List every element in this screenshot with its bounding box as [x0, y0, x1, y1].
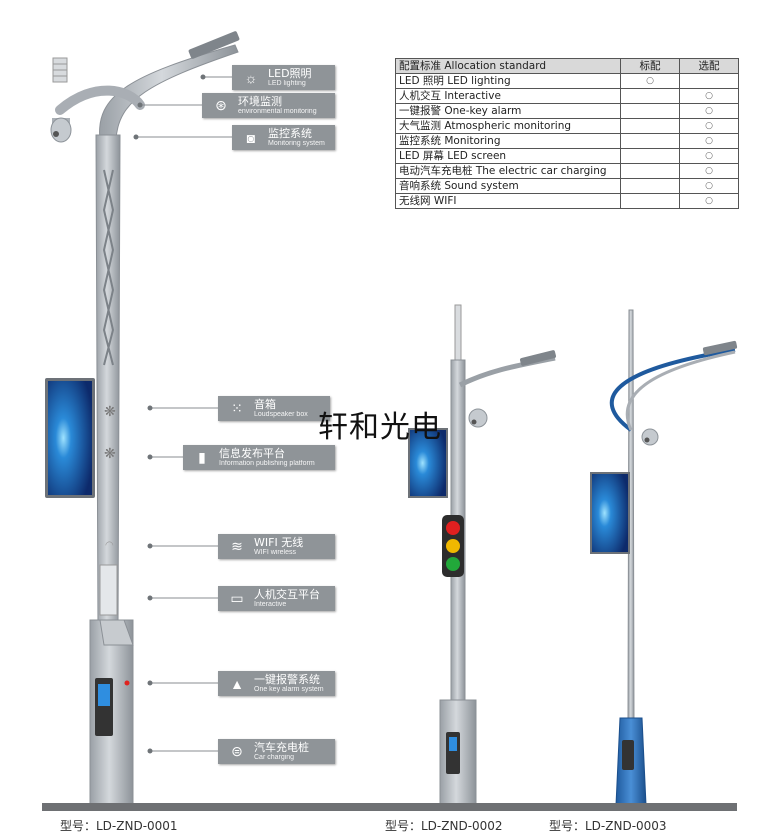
table-row: 无线网 WIFI ○	[395, 193, 739, 209]
table-row: LED 屏幕 LED screen○	[395, 148, 739, 164]
screen-icon: ▭	[230, 590, 244, 606]
table-cell-optional: ○	[679, 193, 739, 209]
table-cell-name: 一键报警 One-key alarm	[395, 103, 621, 119]
ground-line	[42, 803, 737, 811]
feature-en: One key alarm system	[254, 686, 324, 693]
table-cell-name: 大气监测 Atmospheric monitoring	[395, 118, 621, 134]
svg-text:❋: ❋	[104, 445, 116, 461]
svg-text:❋: ❋	[104, 403, 116, 419]
table-row: 一键报警 One-key alarm○	[395, 103, 739, 119]
feature-zh: 人机交互平台	[254, 588, 320, 601]
feature-zh: 环境监测	[238, 95, 282, 108]
sun-icon: ☼	[244, 69, 258, 86]
table-row: 音响系统 Sound system○	[395, 178, 739, 194]
table-row: 大气监测 Atmospheric monitoring○	[395, 118, 739, 134]
table-row: 人机交互 Interactive○	[395, 88, 739, 104]
feature-zh: 汽车充电桩	[254, 741, 309, 754]
table-header-standard: 标配	[620, 58, 680, 74]
feature-zh: LED照明	[268, 67, 312, 80]
speaker-icon: ⁙	[231, 400, 243, 416]
feature-en: Information publishing platform	[219, 460, 315, 467]
feature-zh: 一键报警系统	[254, 673, 320, 686]
model-label-2: 型号：LD-ZND-0002	[385, 819, 503, 833]
feature-en: Loudspeaker box	[254, 411, 308, 418]
charger-icon: ⊜	[231, 743, 243, 759]
table-row: 电动汽车充电桩 The electric car charging○	[395, 163, 739, 179]
model-label-3: 型号：LD-ZND-0003	[549, 819, 667, 833]
pole-2	[408, 304, 557, 806]
table-header-item: 配置标准 Allocation standard	[395, 58, 621, 74]
feature-zh: 信息发布平台	[219, 447, 285, 460]
fan-icon: ⊛	[215, 97, 227, 113]
feature-en: Monitoring system	[268, 140, 325, 147]
feature-en: environmental monitoring	[238, 108, 317, 115]
camera-icon: ◙	[246, 129, 256, 146]
feature-zh: WIFI 无线	[254, 536, 304, 549]
pole-3	[590, 309, 738, 806]
watermark-text: 轩和光电	[318, 410, 442, 445]
svg-text:◠: ◠	[105, 540, 114, 551]
warning-icon: ▲	[230, 675, 244, 692]
table-header-row: 配置标准 Allocation standard 标配 选配	[395, 58, 739, 74]
feature-en: LED lighting	[268, 80, 306, 87]
feature-en: Interactive	[254, 601, 287, 608]
wifi-icon: ≋	[231, 538, 243, 554]
feature-zh: 音箱	[254, 398, 276, 411]
allocation-standard-table: 配置标准 Allocation standard 标配 选配 LED 照明 LE…	[395, 58, 739, 209]
table-cell-name: 无线网 WIFI	[395, 193, 621, 209]
tablet-icon: ▮	[198, 449, 206, 465]
feature-en: Car charging	[254, 754, 295, 761]
model-label-1: 型号：LD-ZND-0001	[60, 819, 178, 833]
feature-zh: 监控系统	[268, 127, 312, 140]
pole-1: ❋ ❋ ◠	[45, 31, 240, 806]
table-cell-name: 音响系统 Sound system	[395, 178, 621, 194]
table-header-optional: 选配	[679, 58, 739, 74]
feature-en: WIFI wireless	[254, 549, 296, 556]
